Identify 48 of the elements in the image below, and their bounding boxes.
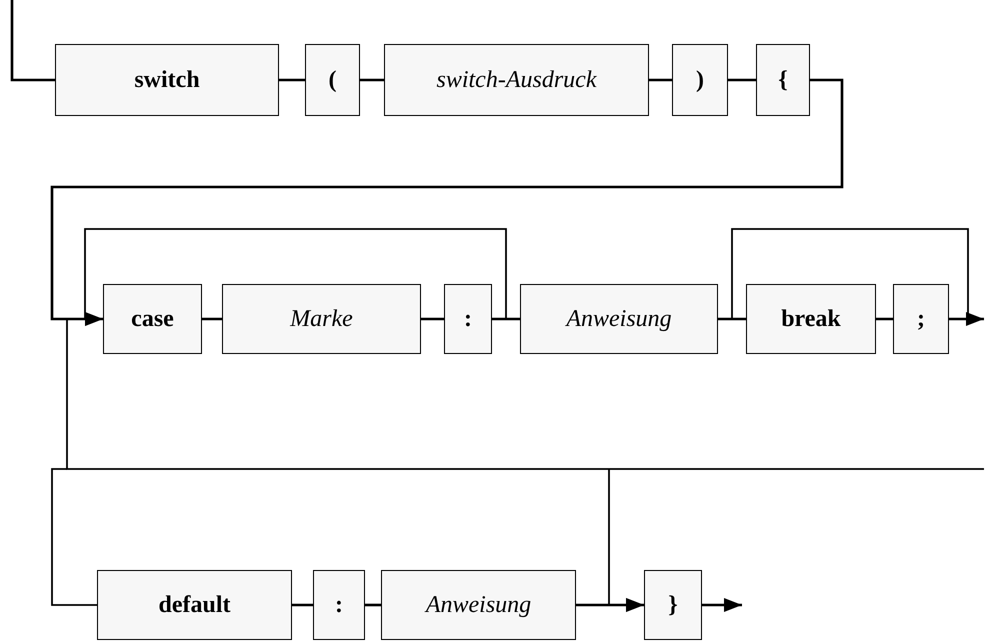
terminal-box (444, 284, 492, 354)
connector-line (84, 228, 507, 326)
connector-line (51, 468, 97, 606)
connector-line (492, 318, 520, 320)
nonterminal-box (520, 284, 718, 354)
nonterminal-name: Anweisung (566, 306, 672, 332)
nonterminal-name: switch-Ausdruck (436, 66, 596, 94)
nonterminal-name: Anweisung (426, 592, 532, 618)
connector-line (279, 78, 305, 82)
keyword: default (158, 592, 230, 618)
connector-line (10, 0, 55, 82)
terminal-box (893, 284, 949, 354)
connector-line (876, 318, 893, 320)
keyword: : (464, 306, 472, 332)
keyword: ; (917, 306, 925, 332)
terminal-box (305, 44, 360, 116)
terminal-box (103, 284, 202, 354)
connector-line (702, 598, 742, 612)
terminal-box (313, 570, 365, 640)
connector-line (718, 318, 746, 320)
nonterminal-box (222, 284, 421, 354)
keyword: : (335, 592, 343, 618)
nonterminal-name: Marke (290, 306, 353, 332)
keyword: ( (328, 66, 336, 94)
connector-line (576, 598, 644, 612)
connector-line (421, 318, 444, 320)
keyword: ) (696, 66, 704, 94)
terminal-box (756, 44, 810, 116)
keyword: break (781, 306, 841, 332)
terminal-box (672, 44, 728, 116)
terminal-box (746, 284, 876, 354)
nonterminal-box (384, 44, 649, 116)
connector-line (365, 604, 381, 606)
connector-line (202, 318, 222, 320)
keyword: case (131, 306, 174, 332)
nonterminal-box (381, 570, 576, 640)
terminal-box (644, 570, 702, 640)
connector-line (728, 78, 756, 82)
connector-line (949, 312, 984, 326)
connector-line (649, 78, 672, 82)
terminal-box (55, 44, 279, 116)
keyword: switch (134, 66, 200, 94)
connector-line (292, 604, 313, 606)
terminal-box (97, 570, 292, 640)
keyword: { (778, 66, 788, 94)
keyword: } (668, 592, 678, 618)
connector-line (360, 78, 384, 82)
connector-line (66, 318, 984, 470)
